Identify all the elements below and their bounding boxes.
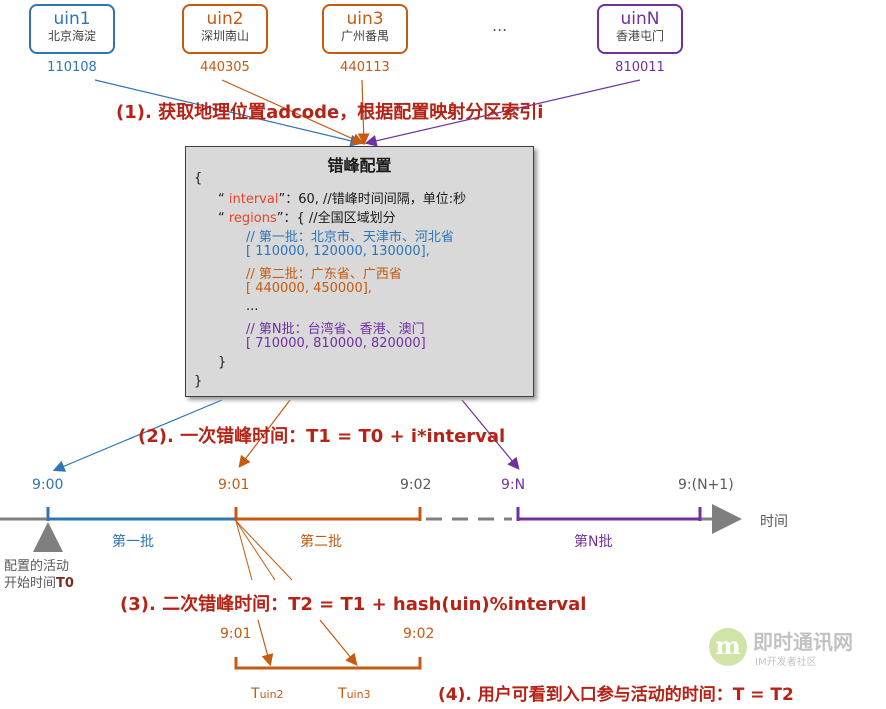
adcode-uin2: 440305 [200, 60, 250, 75]
start-note-t0: T0 [56, 576, 74, 591]
user-name: uin3 [346, 9, 384, 29]
users-ellipsis: ... [492, 16, 508, 35]
step3-title: (3). 二次错峰时间：T2 = T1 + hash(uin)%interval [120, 594, 587, 615]
user-name: uinN [620, 9, 660, 29]
start-note-text: 开始时间 [4, 576, 57, 591]
config-open-brace: { [194, 171, 203, 186]
fan-line-right [235, 520, 293, 581]
arrow-config-to-9N [461, 399, 520, 470]
config-interval-line: “ interval”：60, //错峰时间间隔，单位:秒 [218, 192, 467, 207]
start-note-line2: 开始时间T0 [4, 575, 74, 592]
fan-line-mid [235, 520, 276, 581]
user-location: 深圳南山 [200, 29, 249, 43]
config-inner-close: } [218, 355, 227, 370]
step1-title: (1). 获取地理位置adcode，根据配置映射分区索引i [116, 102, 544, 123]
tuin2-T: T [251, 686, 260, 702]
user-location: 北京海淀 [47, 29, 96, 43]
segment-label-batch1: 第一批 [112, 534, 154, 550]
time-label-902: 9:02 [400, 477, 432, 493]
adcode-uin1: 110108 [47, 60, 97, 75]
tuin3-label: Tuin3 [338, 686, 371, 702]
time-label-9N1: 9:(N+1) [678, 477, 734, 493]
config-batch2-values: [ 440000, 450000], [246, 281, 372, 296]
arrow-tuin3 [319, 619, 358, 666]
arrow-config-to-901 [238, 399, 291, 468]
config-batchN-comment: // 第N批：台湾省、香港、澳门 [246, 322, 425, 337]
config-regions-rest: ：{ //全国区域划分 [283, 211, 396, 226]
user-box-uin1: uin1 北京海淀 [29, 4, 115, 54]
config-outer-close: } [194, 374, 203, 389]
time-label-901: 9:01 [218, 477, 250, 493]
segment-label-batchN: 第N批 [574, 534, 613, 550]
step4-title: (4). 用户可看到入口参与活动的时间：T = T2 [438, 685, 794, 705]
config-title: 错峰配置 [327, 156, 392, 175]
arrow-tuin2 [257, 619, 274, 667]
arrow-config-to-900 [52, 399, 223, 472]
arrow-uin3-to-config [357, 79, 370, 146]
step2-title: (2). 一次错峰时间：T1 = T0 + i*interval [138, 426, 506, 447]
time-label-900: 9:00 [32, 477, 64, 493]
adcode-uin3: 440113 [340, 60, 390, 75]
arrow-uin2-to-config [221, 79, 365, 145]
config-dots: ... [246, 299, 259, 314]
user-name: uin1 [53, 9, 91, 29]
watermark-brand: 即时通讯网 [753, 630, 853, 654]
time-label-9N: 9:N [501, 477, 526, 493]
start-note-line1: 配置的活动 [4, 559, 70, 574]
axis-label-time: 时间 [760, 514, 788, 530]
config-interval-key: interval [228, 192, 279, 207]
config-batchN-values: [ 710000, 810000, 820000] [246, 336, 426, 351]
watermark-tagline: IM开发者社区 [755, 657, 817, 668]
config-batch2-comment: // 第二批：广东省、广西省 [246, 267, 402, 282]
config-regions-key: regions [228, 211, 277, 226]
user-name: uin2 [206, 9, 244, 29]
config-box: 错峰配置 { “ interval”：60, //错峰时间间隔，单位:秒 “ r… [185, 146, 534, 397]
sub-bracket [234, 657, 422, 670]
tuin3-T: T [338, 686, 347, 702]
segment-label-batch2: 第二批 [300, 534, 342, 550]
tuin2-sub: uin2 [259, 688, 284, 701]
tuin2-label: Tuin2 [251, 686, 284, 702]
user-box-uin2: uin2 深圳南山 [182, 4, 268, 54]
user-location: 香港屯门 [615, 29, 664, 43]
user-box-uinN: uinN 香港屯门 [597, 4, 683, 54]
sub-time-label-902: 9:02 [403, 626, 435, 642]
config-batch1-comment: // 第一批：北京市、天津市、河北省 [246, 230, 454, 245]
watermark-logo-icon: m [709, 628, 747, 666]
config-regions-line: “ regions”：{ //全国区域划分 [218, 211, 396, 226]
fan-line-left [235, 520, 253, 581]
start-note: 配置的活动 开始时间T0 [4, 558, 74, 592]
sub-time-label-901: 9:01 [220, 626, 252, 642]
watermark: m 即时通讯网 IM开发者社区 [705, 626, 883, 670]
config-interval-rest: ：60, //错峰时间间隔，单位:秒 [285, 192, 467, 207]
config-batch1-values: [ 110000, 120000, 130000], [246, 244, 430, 259]
adcode-uinN: 810011 [615, 60, 665, 75]
arrow-uinN-to-config [364, 79, 641, 147]
arrow-uin1-to-config [94, 79, 363, 147]
tuin3-sub: uin3 [346, 688, 371, 701]
user-location: 广州番禺 [340, 29, 389, 43]
user-box-uin3: uin3 广州番禺 [322, 4, 408, 54]
